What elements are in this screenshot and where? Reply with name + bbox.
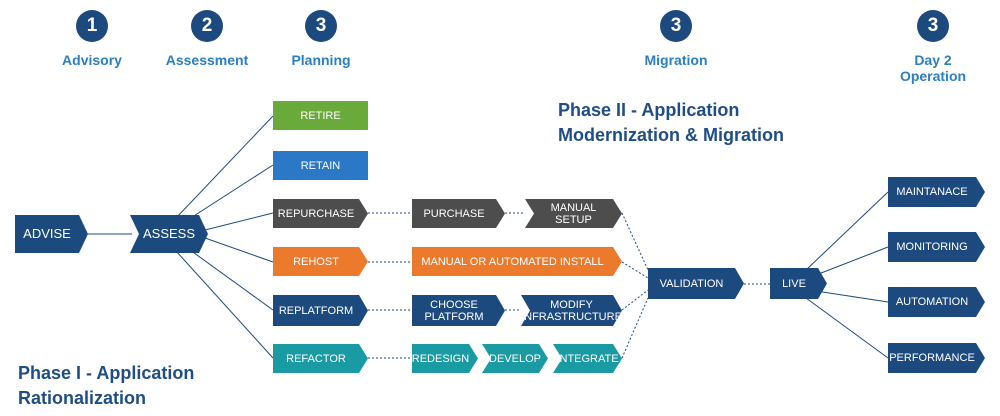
retain-box: RETAIN: [273, 151, 368, 180]
retire-box: RETIRE: [273, 101, 368, 130]
performance-box: PERFORMANCE: [888, 343, 985, 373]
choose-platform-box: CHOOSE PLATFORM: [412, 295, 505, 326]
connector: [815, 246, 889, 276]
integrate-box: INTEGRATE: [553, 344, 622, 373]
connector: [204, 237, 274, 263]
assess-box: ASSESS: [130, 215, 208, 253]
stage-label-day2-operation: Day 2 Operation: [899, 52, 967, 84]
refactor-box: REFACTOR: [273, 344, 368, 373]
modify-infrastructure-box: MODIFY INFRASTRUCTURE: [521, 295, 622, 326]
connector: [185, 164, 274, 222]
phase-1-title: Phase I - Application Rationalization: [18, 363, 195, 408]
stage-number-badge: 3: [917, 10, 949, 42]
connector: [815, 290, 889, 303]
manual-setup-box: MANUAL SETUP: [525, 199, 622, 228]
validation-box: VALIDATION: [648, 268, 744, 299]
monitoring-box: MONITORING: [888, 232, 985, 262]
stage-number-badge: 3: [305, 10, 337, 42]
connector: [204, 212, 274, 231]
dotted-connector: [621, 297, 649, 359]
rehost-box: REHOST: [273, 247, 368, 276]
dotted-connector: [621, 212, 649, 271]
connector: [189, 249, 274, 311]
stage-number-badge: 2: [191, 10, 223, 42]
advise-box: ADVISE: [15, 215, 88, 253]
repurchase-box: REPURCHASE: [273, 199, 368, 228]
stage-label-advisory: Advisory: [62, 52, 122, 68]
live-box: LIVE: [770, 268, 827, 299]
stage-number-badge: 1: [76, 10, 108, 42]
stage-label-assessment: Assessment: [165, 52, 249, 68]
automation-box: AUTOMATION: [888, 287, 985, 317]
dotted-connector: [621, 261, 649, 279]
replatform-box: REPLATFORM: [273, 295, 368, 326]
redesign-box: REDESIGN: [412, 344, 478, 373]
stage-label-migration: Migration: [644, 52, 708, 68]
purchase-box: PURCHASE: [412, 199, 505, 228]
phase-2-title: Phase II - Application Modernization & M…: [558, 100, 784, 145]
connector: [175, 115, 274, 219]
maintanace-box: MAINTANACE: [888, 177, 985, 207]
manual-or-automated-install-box: MANUAL OR AUTOMATED INSTALL: [412, 247, 622, 276]
connector: [175, 250, 274, 359]
develop-box: DEVELOP: [482, 344, 548, 373]
stage-number-badge: 3: [660, 10, 692, 42]
connector: [805, 297, 889, 359]
connector: [805, 191, 889, 271]
dotted-connector: [621, 289, 649, 311]
stage-label-planning: Planning: [291, 52, 351, 68]
